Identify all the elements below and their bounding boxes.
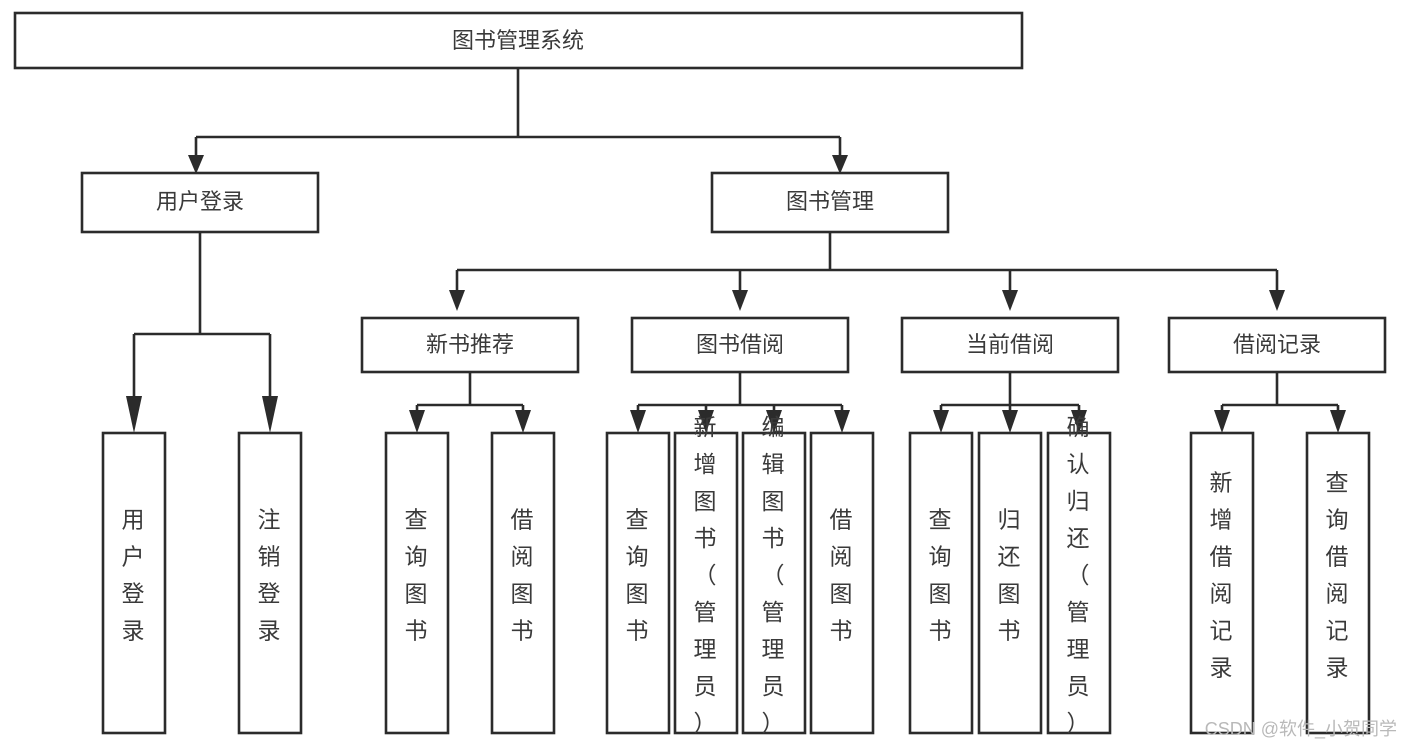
connector-currentborrow-to-leaves xyxy=(933,372,1087,433)
connector-userlogin-to-leaves xyxy=(126,232,278,433)
arrow-head-icon xyxy=(1214,410,1230,433)
leaf-label: 查询图书 xyxy=(929,507,954,644)
node-root-box[interactable] xyxy=(13,11,1024,70)
leaf-label: 注销登录 xyxy=(258,507,283,644)
node-book-management-label: 图书管理 xyxy=(786,189,874,214)
leaf-box[interactable] xyxy=(490,431,556,735)
connector-bookborrow-to-leaves xyxy=(630,372,850,433)
leaf-node[interactable]: 用户登录 xyxy=(101,431,167,735)
leaf-node[interactable]: 新增图书（管理员） xyxy=(673,414,739,736)
leaf-label: 归还图书 xyxy=(998,507,1023,644)
arrow-head-icon xyxy=(766,410,782,433)
leaf-label: 查询图书 xyxy=(626,507,651,644)
leaf-box[interactable] xyxy=(384,431,450,735)
leaf-box[interactable] xyxy=(101,431,167,735)
node-borrow-record[interactable]: 借阅记录 xyxy=(1167,316,1387,374)
leaf-label: 编辑图书（管理员） xyxy=(762,414,787,736)
leaf-box[interactable] xyxy=(741,431,807,735)
leaf-node[interactable]: 查询图书 xyxy=(908,431,974,735)
leaf-box[interactable] xyxy=(605,431,671,735)
arrow-head-icon xyxy=(1071,410,1087,433)
leaf-box[interactable] xyxy=(908,431,974,735)
node-book-borrow[interactable]: 图书借阅 xyxy=(630,316,850,374)
arrow-head-icon xyxy=(449,290,465,311)
leaf-node[interactable]: 借阅图书 xyxy=(490,431,556,735)
arrow-head-icon xyxy=(1002,410,1018,433)
leaf-box[interactable] xyxy=(1046,431,1112,735)
arrow-head-icon xyxy=(832,155,848,174)
leaf-label: 借阅图书 xyxy=(830,507,855,644)
node-user-login-box[interactable] xyxy=(80,171,320,234)
leaf-node[interactable]: 新增借阅记录 xyxy=(1189,431,1255,735)
leaf-box[interactable] xyxy=(237,431,303,735)
arrow-head-icon xyxy=(409,410,425,433)
node-new-book-recommend[interactable]: 新书推荐 xyxy=(360,316,580,374)
watermark-text: CSDN @软件_小贺同学 xyxy=(1204,719,1397,739)
node-book-borrow-box[interactable] xyxy=(630,316,850,374)
arrow-head-icon xyxy=(188,155,204,174)
leaf-label: 新增图书（管理员） xyxy=(694,414,719,736)
node-book-management[interactable]: 图书管理 xyxy=(710,171,950,234)
arrow-head-icon xyxy=(698,410,714,433)
leaf-node[interactable]: 编辑图书（管理员） xyxy=(741,414,807,736)
leaf-node[interactable]: 借阅图书 xyxy=(809,431,875,735)
arrow-head-icon xyxy=(630,410,646,433)
leaf-label: 用户登录 xyxy=(122,507,147,644)
arrow-head-icon xyxy=(933,410,949,433)
node-borrow-record-label: 借阅记录 xyxy=(1233,332,1321,357)
node-user-login-label: 用户登录 xyxy=(156,189,244,214)
arrow-head-icon xyxy=(1330,410,1346,433)
leaf-node[interactable]: 确认归还（管理员） xyxy=(1046,414,1112,736)
node-user-login[interactable]: 用户登录 xyxy=(80,171,320,234)
node-new-book-recommend-label: 新书推荐 xyxy=(426,332,514,357)
node-root[interactable]: 图书管理系统 xyxy=(13,11,1024,70)
leaf-box[interactable] xyxy=(673,431,739,735)
node-current-borrow-label: 当前借阅 xyxy=(966,332,1054,357)
node-book-management-box[interactable] xyxy=(710,171,950,234)
leaf-node[interactable]: 查询图书 xyxy=(605,431,671,735)
connector-borrowrecord-to-leaves xyxy=(1214,372,1346,433)
leaf-box[interactable] xyxy=(1189,431,1255,735)
leaf-label: 查询图书 xyxy=(405,507,430,644)
node-book-borrow-label: 图书借阅 xyxy=(696,332,784,357)
arrow-head-icon xyxy=(515,410,531,433)
leaf-label: 借阅图书 xyxy=(511,507,536,644)
node-root-label: 图书管理系统 xyxy=(452,28,584,53)
node-current-borrow[interactable]: 当前借阅 xyxy=(900,316,1120,374)
connector-newbook-to-leaves xyxy=(409,372,531,433)
node-new-book-recommend-box[interactable] xyxy=(360,316,580,374)
leaf-label: 查询借阅记录 xyxy=(1326,470,1351,681)
leaf-box[interactable] xyxy=(977,431,1043,735)
arrow-head-icon xyxy=(1269,290,1285,311)
connector-root-to-level1 xyxy=(188,68,848,174)
node-current-borrow-box[interactable] xyxy=(900,316,1120,374)
leaf-node[interactable]: 查询借阅记录 xyxy=(1305,431,1371,735)
arrow-head-icon xyxy=(262,396,278,433)
arrow-head-icon xyxy=(834,410,850,433)
leaf-box[interactable] xyxy=(809,431,875,735)
arrow-head-icon xyxy=(1002,290,1018,311)
connector-bookmgmt-to-level2 xyxy=(449,232,1285,311)
leaf-node[interactable]: 查询图书 xyxy=(384,431,450,735)
arrow-head-icon xyxy=(126,396,142,433)
leaf-label: 新增借阅记录 xyxy=(1210,470,1235,681)
leaf-node[interactable]: 注销登录 xyxy=(237,431,303,735)
leaf-label: 确认归还（管理员） xyxy=(1067,414,1092,736)
arrow-head-icon xyxy=(732,290,748,311)
leaf-box[interactable] xyxy=(1305,431,1371,735)
leaf-node[interactable]: 归还图书 xyxy=(977,431,1043,735)
node-borrow-record-box[interactable] xyxy=(1167,316,1387,374)
